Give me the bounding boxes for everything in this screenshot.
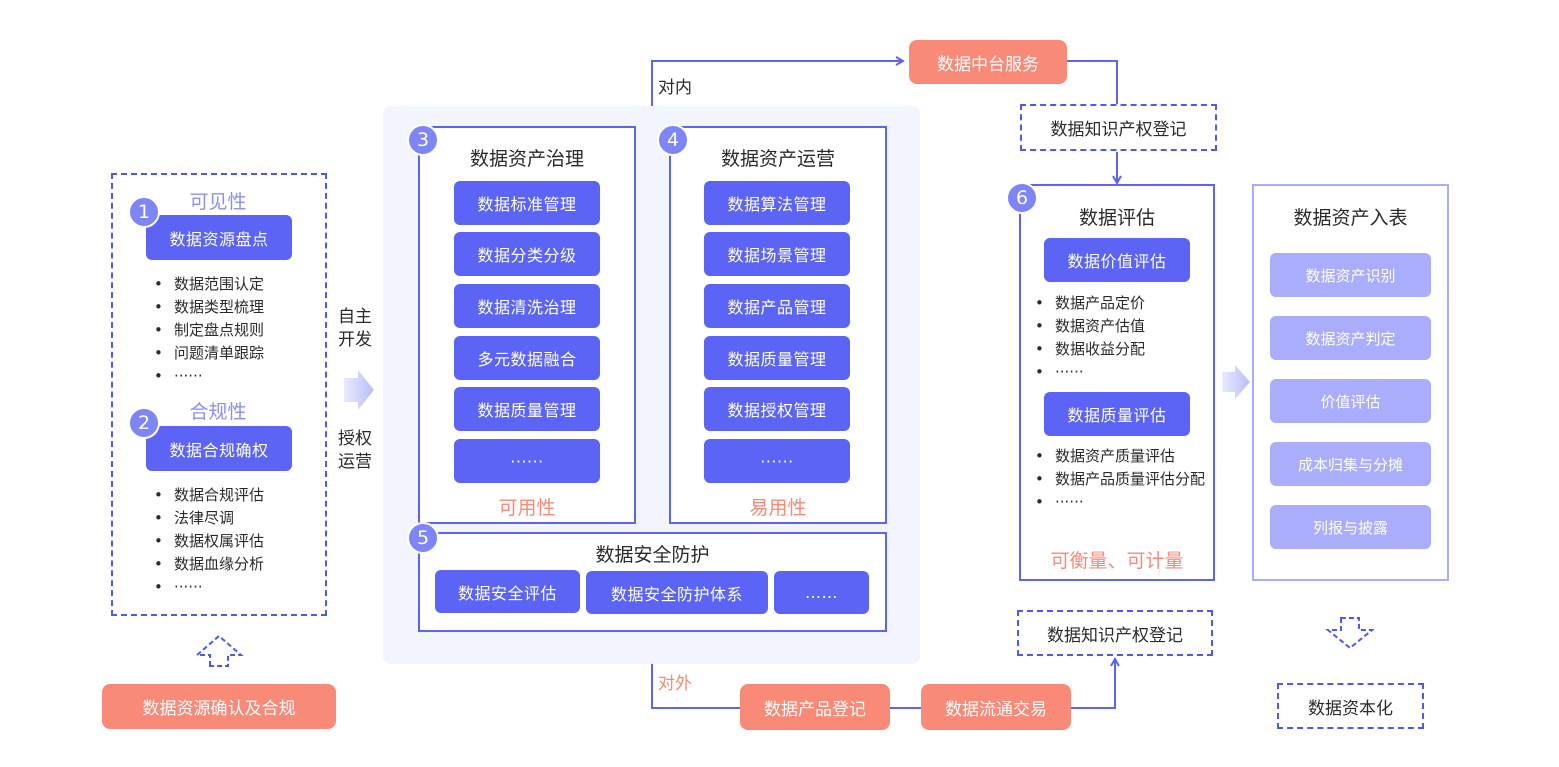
self-develop-line1: 自主 — [338, 307, 372, 327]
compliance-bullets: 数据合规评估 法律尽调 数据权属评估 数据血缘分析 ······ — [152, 484, 322, 599]
bullet-item: ······ — [1033, 361, 1208, 384]
bullet-item: 数据资产质量评估 — [1033, 445, 1205, 468]
balance-sheet-item[interactable]: 成本归集与分摊 — [1270, 442, 1431, 486]
operation-item[interactable]: 数据场景管理 — [704, 232, 850, 276]
security-item[interactable]: 数据安全评估 — [435, 570, 580, 613]
governance-item[interactable]: 数据分类分级 — [454, 232, 600, 276]
bullet-item: ······ — [1033, 491, 1205, 514]
governance-item[interactable]: 数据清洗治理 — [454, 284, 600, 328]
visibility-bullets: 数据范围认定 数据类型梳理 制定盘点规则 问题清单跟踪 ······ — [152, 273, 322, 388]
bullet-item: 数据产品质量评估分配 — [1033, 468, 1205, 491]
compliance-label: 合规性 — [189, 401, 247, 423]
operation-item[interactable]: 数据算法管理 — [704, 181, 850, 225]
step-badge-6: 6 — [1006, 182, 1038, 214]
bullet-item: 数据权属评估 — [152, 530, 322, 553]
governance-item[interactable]: 多元数据融合 — [454, 336, 600, 380]
service-to-ip-line — [1067, 60, 1118, 104]
bullet-item: 数据收益分配 — [1033, 338, 1208, 361]
bullet-item: 数据合规评估 — [152, 484, 322, 507]
bullet-item: 法律尽调 — [152, 507, 322, 530]
operation-item-more[interactable]: ······ — [704, 439, 850, 483]
evaluation-title: 数据评估 — [1078, 207, 1155, 229]
step-badge-2: 2 — [128, 407, 160, 439]
ip-registration-top: 数据知识产权登记 — [1020, 104, 1217, 151]
security-item-more[interactable]: …… — [774, 571, 869, 614]
operation-item[interactable]: 数据产品管理 — [704, 284, 850, 328]
bullet-item: 数据血缘分析 — [152, 553, 322, 576]
self-develop-line2: 开发 — [338, 330, 372, 350]
security-item[interactable]: 数据安全防护体系 — [586, 571, 768, 614]
value-evaluation-button[interactable]: 数据价值评估 — [1044, 238, 1190, 282]
governance-item[interactable]: 数据质量管理 — [454, 387, 600, 431]
inner-label: 对内 — [658, 78, 692, 98]
outer-label: 对外 — [658, 674, 692, 694]
step-badge-4: 4 — [657, 124, 689, 156]
visibility-label: 可见性 — [189, 191, 247, 213]
bullet-item: 问题清单跟踪 — [152, 342, 322, 365]
compliance-rights-button[interactable]: 数据合规确权 — [146, 426, 292, 471]
down-arrow-icon — [1325, 617, 1375, 650]
right-arrow-icon — [344, 370, 374, 410]
bullet-item: 数据产品定价 — [1033, 292, 1208, 315]
authorized-operation-label: 授权 运营 — [338, 428, 378, 474]
governance-item[interactable]: 数据标准管理 — [454, 181, 600, 225]
capitalization-box: 数据资本化 — [1277, 683, 1424, 729]
resource-confirmation-box — [111, 173, 327, 616]
balance-sheet-item[interactable]: 数据资产识别 — [1270, 253, 1431, 297]
right-arrow-icon — [1222, 365, 1250, 399]
balance-sheet-title: 数据资产入表 — [1293, 207, 1408, 229]
circulation-trade-button[interactable]: 数据流通交易 — [921, 684, 1071, 730]
inner-flow-line — [651, 61, 902, 106]
bullet-item: ······ — [152, 576, 322, 599]
balance-sheet-item[interactable]: 列报与披露 — [1270, 505, 1431, 549]
governance-item-more[interactable]: ······ — [454, 439, 600, 483]
bullet-item: 制定盘点规则 — [152, 319, 322, 342]
bullet-item: 数据资产估值 — [1033, 315, 1208, 338]
self-develop-label: 自主 开发 — [338, 306, 378, 352]
quality-evaluation-bullets: 数据资产质量评估 数据产品质量评估分配 ······ — [1033, 445, 1205, 514]
step-badge-5: 5 — [407, 522, 439, 554]
operation-item[interactable]: 数据质量管理 — [704, 336, 850, 380]
balance-sheet-item[interactable]: 数据资产判定 — [1270, 316, 1431, 360]
middle-platform-service-button[interactable]: 数据中台服务 — [909, 40, 1067, 84]
operation-item[interactable]: 数据授权管理 — [704, 387, 850, 431]
authorized-operation-line2: 运营 — [338, 452, 372, 472]
up-arrow-icon — [194, 634, 244, 667]
governance-title: 数据资产治理 — [469, 148, 584, 170]
quality-evaluation-button[interactable]: 数据质量评估 — [1044, 392, 1190, 436]
product-registration-button[interactable]: 数据产品登记 — [740, 684, 890, 730]
bullet-item: 数据类型梳理 — [152, 296, 322, 319]
step-badge-3: 3 — [407, 124, 439, 156]
circulation-to-ip-line — [1070, 660, 1115, 709]
step-badge-1: 1 — [128, 196, 160, 228]
measurable-label: 可衡量、可计量 — [1050, 550, 1184, 572]
security-title: 数据安全防护 — [595, 544, 710, 566]
authorized-operation-line1: 授权 — [338, 429, 372, 449]
usability-label: 可用性 — [498, 497, 556, 519]
balance-sheet-item[interactable]: 价值评估 — [1270, 379, 1431, 423]
outer-flow-line — [651, 664, 740, 709]
resource-confirmation-button[interactable]: 数据资源确认及合规 — [102, 684, 336, 729]
ease-of-use-label: 易用性 — [749, 497, 807, 519]
bullet-item: ······ — [152, 365, 322, 388]
operation-title: 数据资产运营 — [720, 148, 835, 170]
ip-registration-bottom: 数据知识产权登记 — [1017, 610, 1213, 656]
resource-inventory-button[interactable]: 数据资源盘点 — [146, 215, 292, 260]
value-evaluation-bullets: 数据产品定价 数据资产估值 数据收益分配 ······ — [1033, 292, 1208, 384]
bullet-item: 数据范围认定 — [152, 273, 322, 296]
